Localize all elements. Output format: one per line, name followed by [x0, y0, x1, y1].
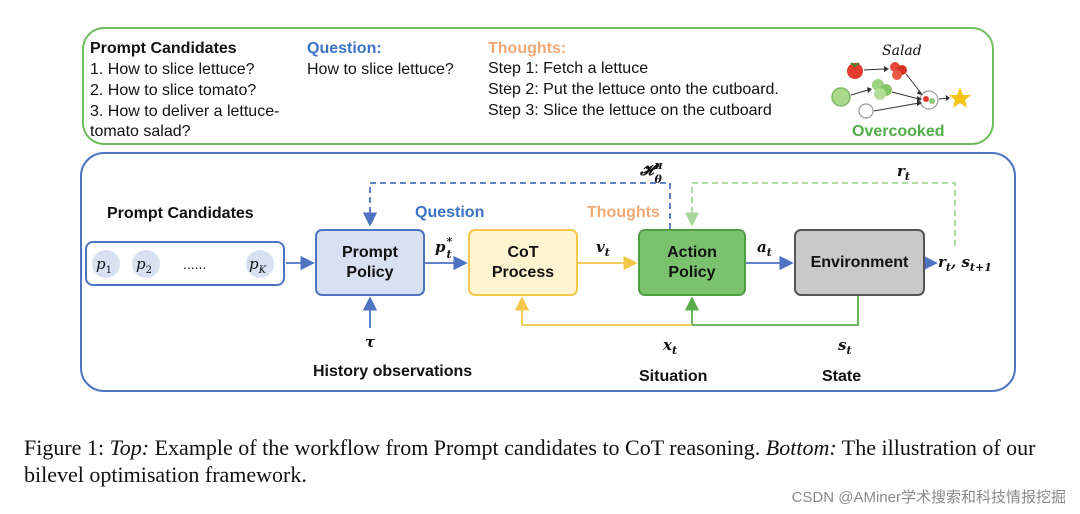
state-label: State: [822, 368, 862, 385]
caption-bottom: Bottom:: [765, 435, 837, 460]
tau-label: τ: [365, 333, 376, 351]
history-label: History observations: [313, 363, 473, 380]
salad-label: Salad: [882, 43, 922, 59]
candidate-item: 2. How to slice tomato?: [90, 82, 257, 99]
environment-node: Environment: [794, 229, 925, 296]
ellipsis-label: ......: [183, 256, 207, 272]
pk-circle: [246, 250, 274, 278]
candidate-item: tomato salad?: [90, 123, 191, 140]
reward-label: rt: [897, 162, 910, 183]
top-example-panel: [82, 27, 994, 145]
p1-label: p1: [96, 255, 112, 276]
situation-label: Situation: [639, 368, 708, 385]
candidate-item: 3. How to deliver a lettuce-: [90, 103, 280, 120]
thought-step: Step 1: Fetch a lettuce: [488, 60, 649, 77]
candidate-item: 1. How to slice lettuce?: [90, 61, 255, 78]
a-label: at: [757, 238, 772, 259]
action-policy-node: Action Policy: [638, 229, 746, 296]
caption-fig: Figure 1:: [24, 435, 105, 460]
reward-state-label: rt, st+1: [938, 253, 992, 274]
s-label: st: [838, 336, 852, 357]
framework-panel: [80, 152, 1016, 392]
thoughts-label: Thoughts: [587, 204, 660, 221]
thought-step: Step 2: Put the lettuce onto the cutboar…: [488, 81, 779, 98]
overcooked-label: Overcooked: [852, 123, 945, 140]
caption-the: The: [841, 435, 876, 460]
thought-step: Step 3: Slice the lettuce on the cutboar…: [488, 102, 772, 119]
cot-process-node: CoT Process: [468, 229, 578, 296]
v-label: vt: [596, 238, 610, 259]
candidates-box: [85, 241, 285, 286]
pk-label: pK: [249, 255, 267, 276]
p2-circle: [132, 250, 160, 278]
candidates-label: Prompt Candidates: [107, 205, 254, 222]
watermark: CSDN @AMiner学术搜索和科技情报挖掘: [791, 489, 1066, 506]
thoughts-title: Thoughts:: [488, 40, 567, 57]
caption-part1: Example of the workflow from Prompt cand…: [154, 435, 761, 460]
p-star-label: p*t: [435, 235, 453, 261]
x-label: xt: [663, 336, 678, 357]
p1-circle: [92, 250, 120, 278]
question-text: How to slice lettuce?: [307, 61, 454, 78]
question-title: Question:: [307, 40, 382, 57]
prompt-policy-node: Prompt Policy: [315, 229, 425, 296]
p2-label: p2: [136, 255, 152, 276]
caption-part2: illustration of our bilevel optimisation…: [24, 435, 1036, 487]
question-label: Question: [415, 204, 485, 221]
figure-caption: Figure 1: Top: Example of the workflow f…: [24, 434, 1064, 488]
caption-top: Top:: [109, 435, 150, 460]
candidates-title: Prompt Candidates: [90, 40, 237, 57]
